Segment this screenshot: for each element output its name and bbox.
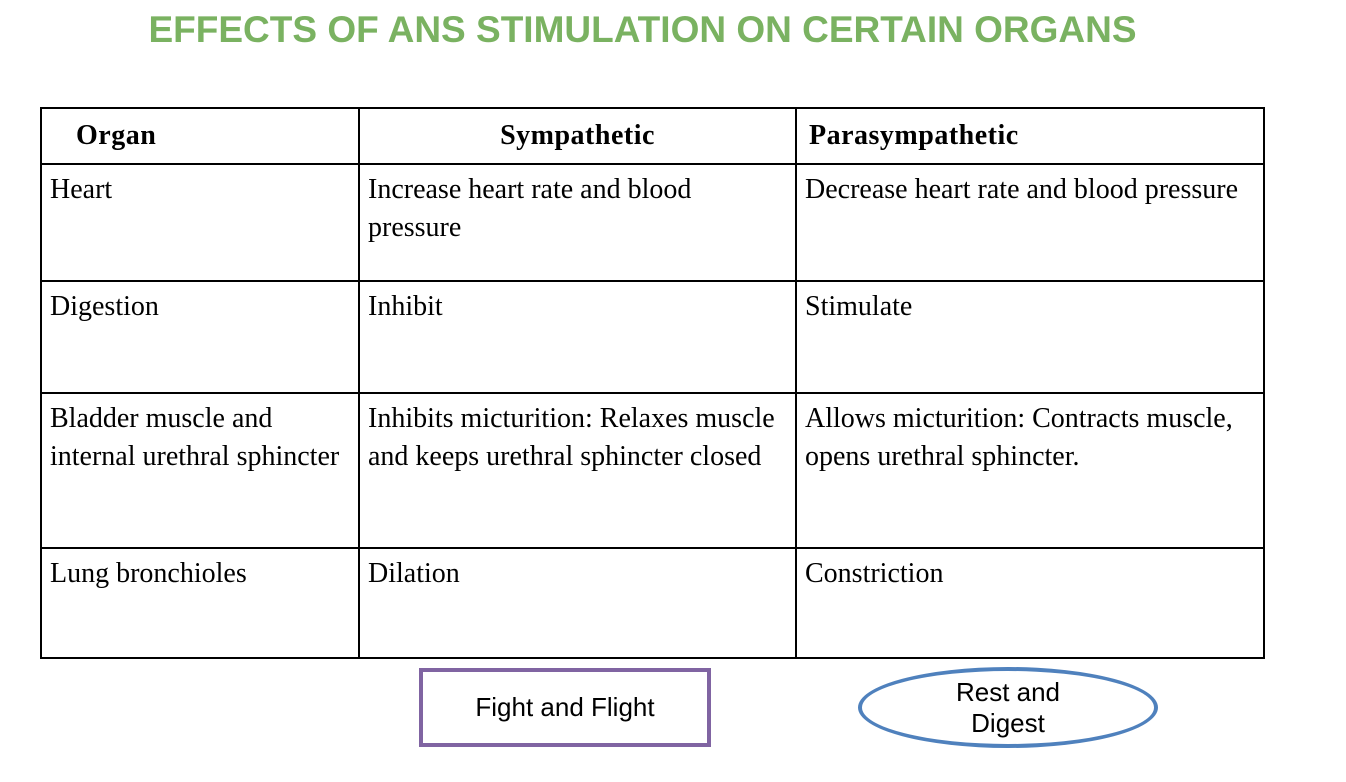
table-row-bladder: Bladder muscle and internal urethral sph… [40,392,1265,549]
cell-organ-bladder: Bladder muscle and internal urethral sph… [40,392,360,549]
fight-and-flight-label: Fight and Flight [475,692,655,722]
cell-parasympathetic-digestion: Stimulate [795,280,1265,394]
fight-and-flight-callout: Fight and Flight [419,668,711,747]
rest-and-digest-line2: Digest [971,707,1045,738]
table-row-lung-bronchioles: Lung bronchioles Dilation Constriction [40,547,1265,659]
cell-organ-digestion: Digestion [40,280,360,394]
table-row-digestion: Digestion Inhibit Stimulate [40,280,1265,394]
cell-parasympathetic-heart: Decrease heart rate and blood pressure [795,163,1265,282]
cell-sympathetic-lung-bronchioles: Dilation [358,547,797,659]
cell-organ-heart: Heart [40,163,360,282]
cell-organ-lung-bronchioles: Lung bronchioles [40,547,360,659]
column-header-parasympathetic: Parasympathetic [795,107,1265,165]
cell-parasympathetic-lung-bronchioles: Constriction [795,547,1265,659]
cell-sympathetic-heart: Increase heart rate and blood pressure [358,163,797,282]
rest-and-digest-callout: Rest and Digest [858,667,1158,748]
cell-sympathetic-bladder: Inhibits micturition: Relaxes muscle and… [358,392,797,549]
cell-parasympathetic-bladder: Allows micturition: Contracts muscle, op… [795,392,1265,549]
table-row-heart: Heart Increase heart rate and blood pres… [40,163,1265,282]
table-header-row: Organ Sympathetic Parasympathetic [40,107,1265,165]
cell-sympathetic-digestion: Inhibit [358,280,797,394]
column-header-sympathetic: Sympathetic [358,107,797,165]
page-title: EFFECTS OF ANS STIMULATION ON CERTAIN OR… [148,9,1137,50]
column-header-organ: Organ [40,107,360,165]
ans-effects-table: Organ Sympathetic Parasympathetic Heart … [40,107,1265,659]
rest-and-digest-label: Rest and Digest [956,677,1060,739]
rest-and-digest-line1: Rest and [955,676,1061,707]
